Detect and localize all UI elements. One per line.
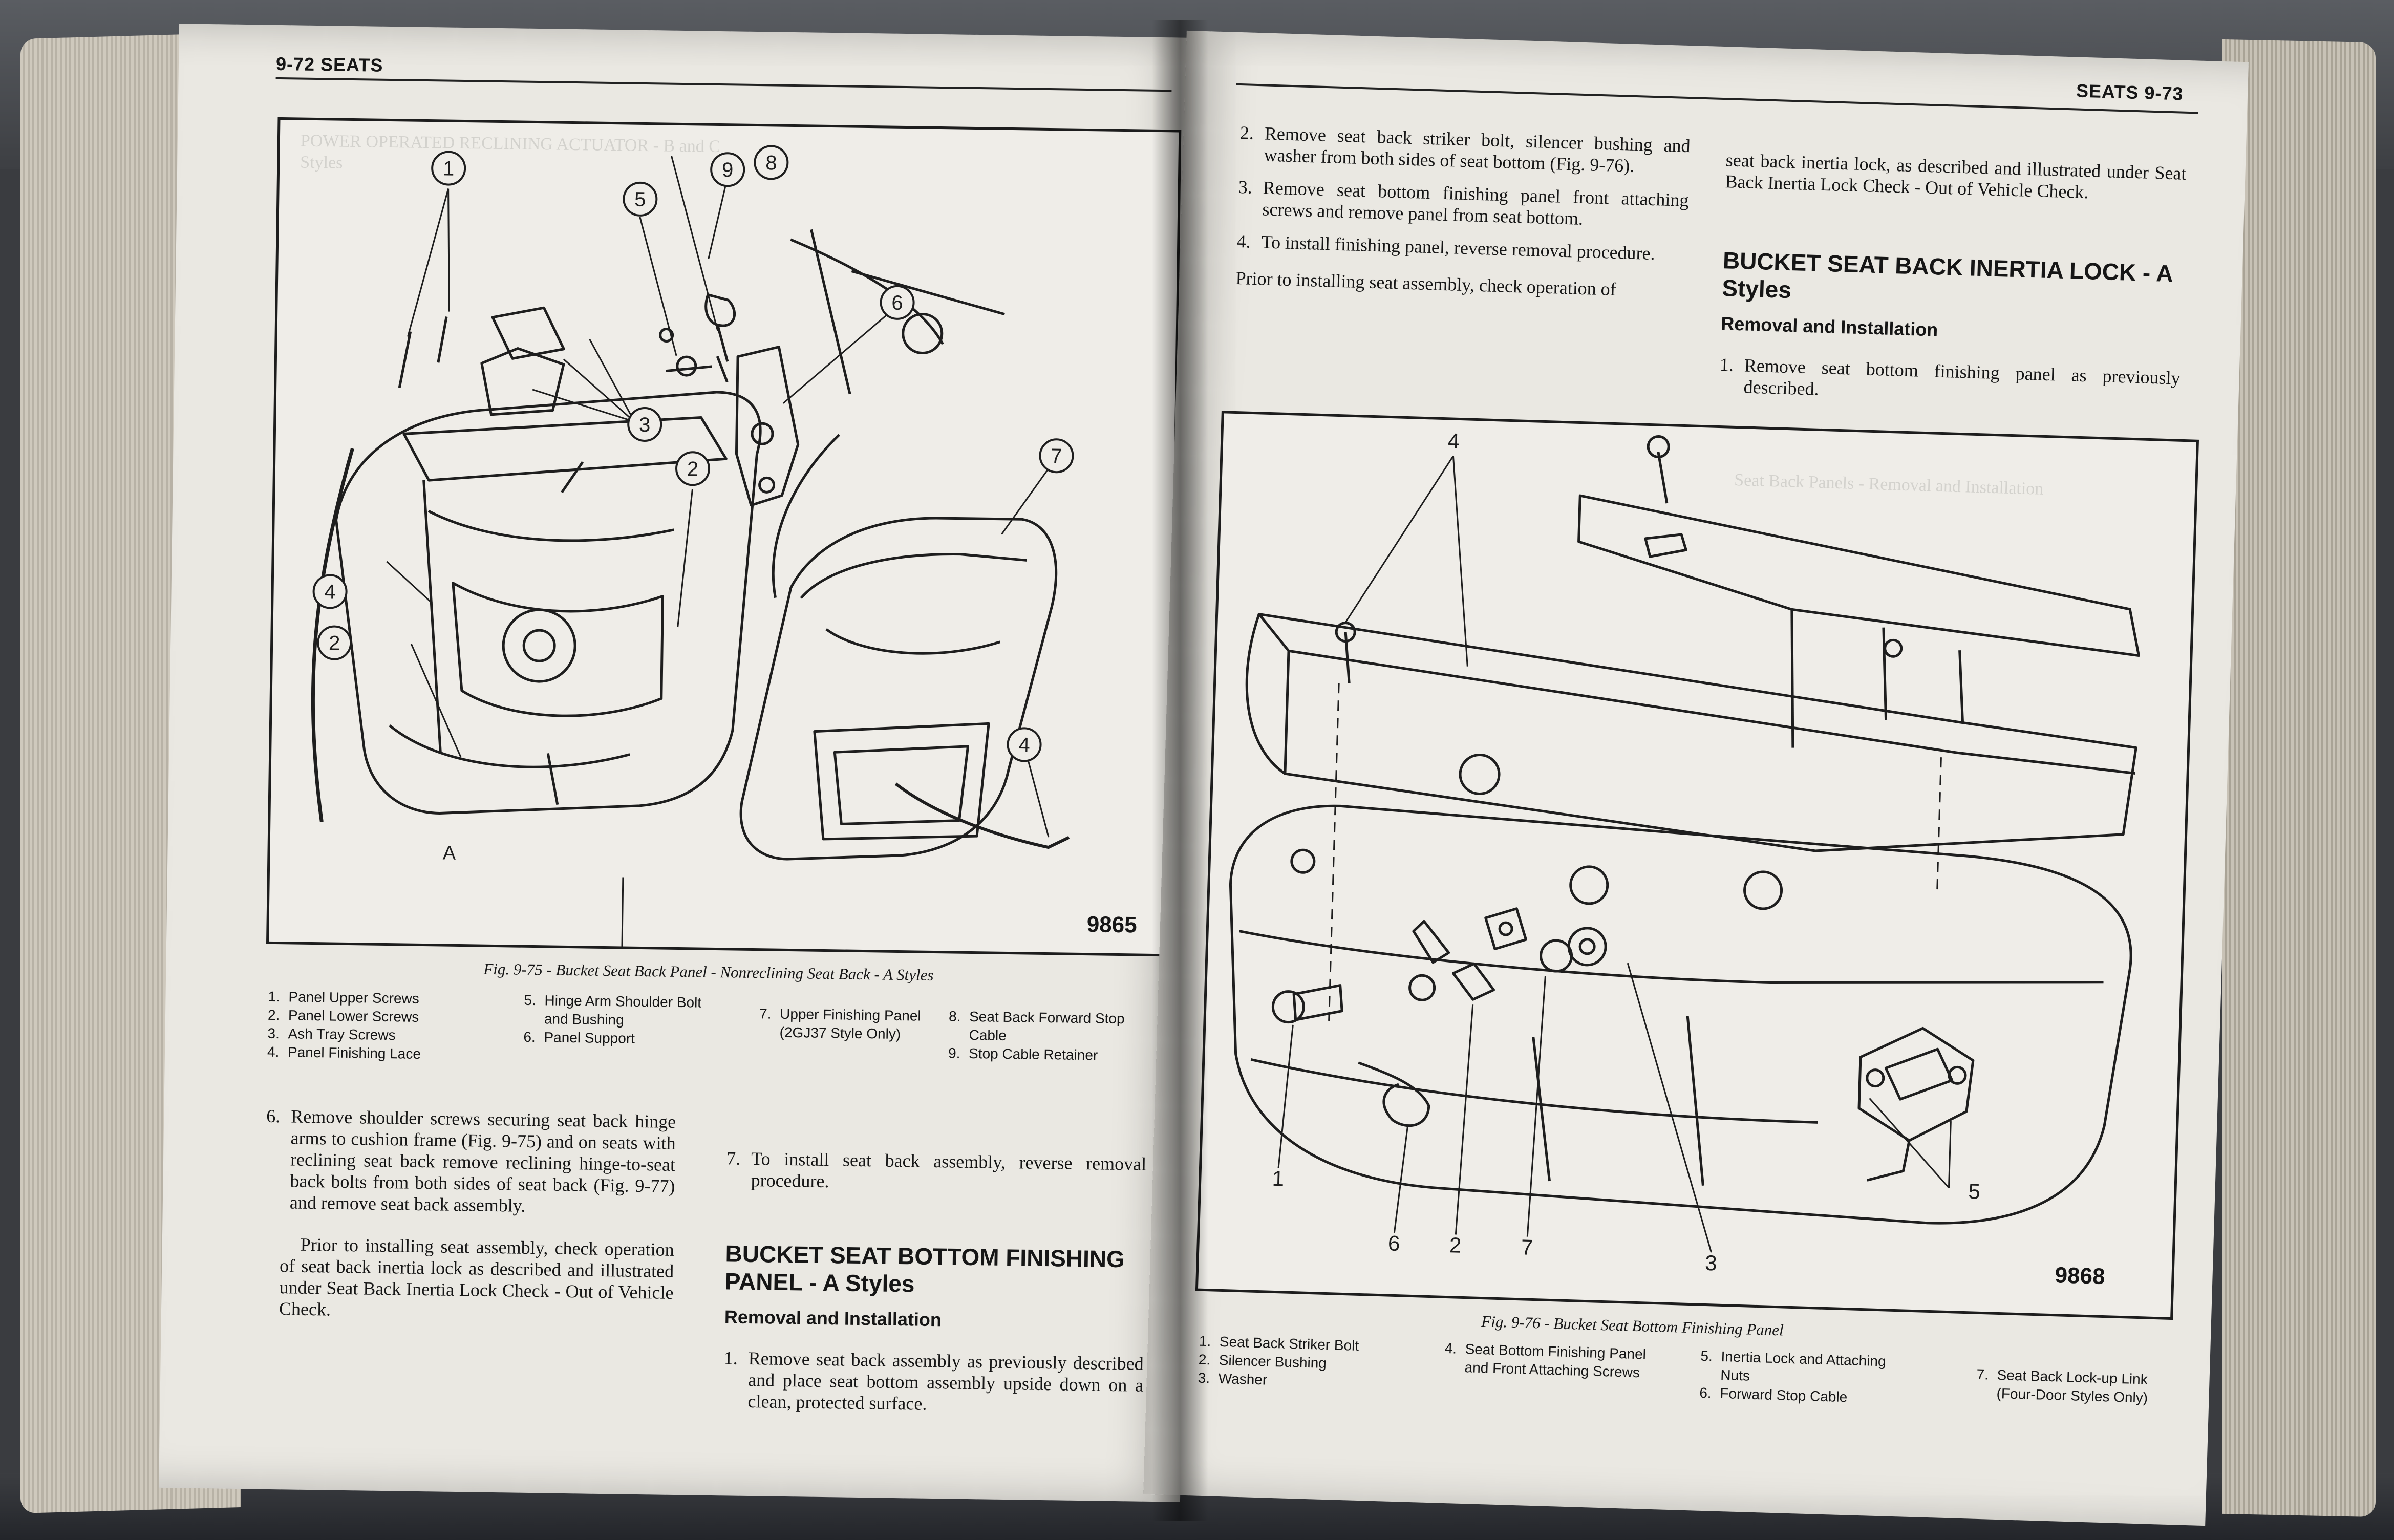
- svg-text:5: 5: [634, 188, 646, 211]
- svg-text:8: 8: [765, 152, 777, 174]
- section-heading-inertia-lock: BUCKET SEAT BACK INERTIA LOCK - A Styles: [1721, 247, 2173, 304]
- right-page: SEATS 9-73 2.Remove seat back striker bo…: [1143, 30, 2249, 1526]
- right-header-rule: [1236, 83, 2199, 114]
- book-page-edges-right: [2222, 39, 2376, 1517]
- callout-9: 9: [710, 152, 745, 187]
- figure-9-76: Seat Back Panels - Removal and Installat…: [1195, 411, 2199, 1320]
- svg-text:9: 9: [722, 159, 734, 181]
- callout-4-right: 4: [1007, 727, 1042, 762]
- legend-item: 7.Upper Finishing Panel (2GJ37 Style Onl…: [759, 1006, 921, 1042]
- figure-legend-col-2: 4.Seat Bottom Finishing Panel and Front …: [1444, 1339, 1650, 1382]
- legend-item: 4.Seat Bottom Finishing Panel and Front …: [1444, 1340, 1647, 1381]
- callout-2-lower-left: 2: [317, 625, 352, 660]
- callout-2: 2: [1449, 1233, 1462, 1257]
- seat-back-exploded-drawing: 1 2 2 3 4 4 5 6 7 8 9 A: [311, 145, 1074, 954]
- svg-text:6: 6: [891, 292, 903, 314]
- callout-7: 7: [1039, 438, 1074, 474]
- figure-caption: Fig. 9-75 - Bucket Seat Back Panel - Non…: [483, 959, 934, 984]
- legend-item: 6.Panel Support: [523, 1029, 635, 1046]
- figure-legend-col-1: 1.Panel Upper Screws 2.Panel Lower Screw…: [267, 988, 509, 1065]
- callout-3: 3: [627, 407, 662, 442]
- callout-1: 1: [1272, 1166, 1285, 1191]
- svg-text:7: 7: [1051, 445, 1062, 467]
- figure-9-75: POWER OPERATED RECLINING ACTUATOR - B an…: [266, 117, 1182, 957]
- figure-legend-col-3: 7.Upper Finishing Panel (2GJ37 Style Onl…: [759, 1004, 933, 1044]
- left-header-rule: [275, 77, 1172, 92]
- step-6: 6.Remove shoulder screws securing seat b…: [266, 1105, 676, 1216]
- callout-2-right: 2: [675, 451, 711, 486]
- figure-legend-col-1: 1.Seat Back Striker Bolt 2.Silencer Bush…: [1198, 1332, 1394, 1393]
- step-4: 4.To install finishing panel, reverse re…: [1236, 230, 1656, 264]
- callout-6: 6: [1387, 1231, 1400, 1256]
- legend-item: 7.Seat Back Lock-up Link (Four-Door Styl…: [1976, 1366, 2148, 1406]
- step-3: 3.Remove seat bottom finishing panel fro…: [1238, 176, 1690, 229]
- legend-item: 8.Seat Back Forward Stop Cable: [948, 1008, 1125, 1043]
- left-running-head: 9-72 SEATS: [275, 53, 383, 76]
- figure-caption: Fig. 9-76 - Bucket Seat Bottom Finishing…: [1481, 1312, 1784, 1339]
- svg-text:1: 1: [443, 157, 455, 180]
- left-column-text: 6.Remove shoulder screws securing seat b…: [264, 1105, 676, 1325]
- left-page: 9-72 SEATS POWER OPERATED RECLINING ACTU…: [159, 24, 1201, 1502]
- step-7: 7.To install seat back assembly, reverse…: [726, 1148, 1147, 1192]
- svg-text:2: 2: [687, 458, 699, 480]
- figure-number: 9865: [1086, 912, 1138, 938]
- svg-text:4: 4: [324, 581, 336, 603]
- callout-5: 5: [1968, 1179, 1981, 1204]
- figure-legend-col-3: 5.Inertia Lock and Attaching Nuts 6.Forw…: [1699, 1347, 1916, 1408]
- figure-legend-col-4: 7.Seat Back Lock-up Link (Four-Door Styl…: [1976, 1365, 2171, 1408]
- callout-8: 8: [754, 145, 789, 180]
- callout-4-left: 4: [312, 574, 348, 609]
- step-1-left: 1.Remove seat back assembly as previousl…: [723, 1348, 1144, 1414]
- prior-installing-note-right: Prior to installing seat assembly, check…: [1235, 267, 1617, 300]
- callout-6: 6: [880, 285, 915, 320]
- legend-item: 5.Hinge Arm Shoulder Bolt and Bushing: [524, 992, 702, 1028]
- section-subheading: Removal and Installation: [724, 1306, 942, 1331]
- legend-item: 9.Stop Cable Retainer: [948, 1045, 1098, 1063]
- right-running-head: SEATS 9-73: [2076, 80, 2184, 104]
- figure-number: 9868: [2054, 1263, 2106, 1290]
- callout-7: 7: [1521, 1235, 1533, 1259]
- seat-bottom-exploded-drawing: 1 2 3 4 5 6 7: [1229, 429, 2140, 1275]
- continued-text: seat back inertia lock, as described and…: [1725, 149, 2187, 203]
- step-1-right: 1.Remove seat bottom finishing panel as …: [1719, 354, 2181, 399]
- letter-mark-a: A: [443, 843, 457, 864]
- prior-installing-note: Prior to installing seat assembly, check…: [279, 1234, 675, 1320]
- step-2: 2.Remove seat back striker bolt, silence…: [1239, 122, 1691, 176]
- callout-1: 1: [431, 151, 466, 186]
- legend-item: 4.Panel Finishing Lace: [267, 1043, 421, 1062]
- figure-legend-col-2: 5.Hinge Arm Shoulder Bolt and Bushing 6.…: [523, 991, 729, 1050]
- figure-legend-col-4: 8.Seat Back Forward Stop Cable 9.Stop Ca…: [948, 1007, 1153, 1065]
- section-heading-bottom-panel: BUCKET SEAT BOTTOM FINISHING PANEL - A S…: [724, 1240, 1125, 1297]
- callout-4: 4: [1447, 429, 1460, 453]
- right-steps-column: 2.Remove seat back striker bolt, silence…: [1235, 122, 1691, 302]
- section-subheading-right: Removal and Installation: [1720, 313, 1938, 340]
- svg-text:2: 2: [329, 632, 340, 654]
- callout-5: 5: [623, 181, 658, 217]
- svg-text:3: 3: [639, 414, 651, 436]
- book-gutter-shadow: [1152, 20, 1208, 1521]
- svg-text:4: 4: [1018, 734, 1030, 756]
- callout-3: 3: [1705, 1251, 1718, 1275]
- legend-item: 5.Inertia Lock and Attaching Nuts: [1700, 1348, 1887, 1384]
